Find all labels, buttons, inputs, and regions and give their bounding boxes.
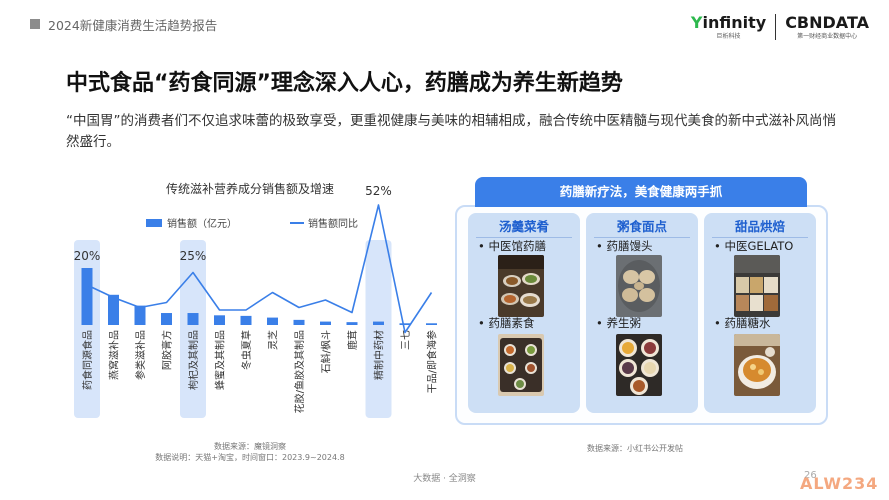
bar bbox=[426, 323, 437, 325]
growth-line bbox=[86, 204, 433, 334]
highlight-band bbox=[180, 240, 206, 418]
card-item: • 药膳糖水 bbox=[714, 316, 771, 330]
logos: Yinfinity 巨析科技 CBNDATA 第一财经商业数据中心 bbox=[691, 14, 869, 40]
legend-bar-swatch bbox=[146, 219, 162, 227]
category-label: 燕窝滋补品 bbox=[108, 330, 121, 380]
footer-tagline: 大数据 · 全洞察 bbox=[413, 474, 476, 484]
card-divider bbox=[476, 237, 572, 238]
category-label: 花胶/鱼胶及其制品 bbox=[293, 330, 306, 413]
photo-medicinal-dishes bbox=[498, 255, 544, 317]
card-divider bbox=[594, 237, 690, 238]
category-label: 枸杞及其制品 bbox=[187, 330, 200, 390]
bar bbox=[187, 313, 199, 325]
bar bbox=[108, 294, 119, 325]
category-label: 精制中药材 bbox=[373, 330, 386, 380]
category-label: 灵芝 bbox=[267, 330, 280, 350]
photo-health-congee bbox=[616, 334, 662, 396]
card-heading: 粥食面点 bbox=[616, 219, 667, 234]
category-label: 阿胶膏方 bbox=[161, 330, 174, 370]
bar bbox=[214, 315, 225, 325]
bar bbox=[293, 319, 305, 325]
infinity-logo: Yinfinity 巨析科技 bbox=[690, 12, 767, 40]
data-label: 25% bbox=[180, 249, 207, 263]
report-header: 2024新健康消费生活趋势报告 bbox=[30, 14, 217, 34]
data-label: 20% bbox=[74, 249, 101, 263]
bar bbox=[373, 321, 384, 325]
card-item: • 药膳素食 bbox=[478, 316, 535, 330]
category-label: 鹿茸 bbox=[346, 330, 359, 350]
card-item: • 养生粥 bbox=[596, 316, 641, 330]
bar bbox=[399, 323, 411, 325]
card-heading: 汤羹菜肴 bbox=[498, 219, 549, 234]
photo-tcm-gelato bbox=[734, 255, 780, 317]
bar bbox=[320, 321, 331, 325]
card-dessert: 甜品烘焙 • 中医GELATO • 药膳糖水 bbox=[704, 213, 816, 413]
chart-source: 数据来源：魔镜洞察 数据说明：天猫+淘宝，时间窗口：2023.9~2024.8 bbox=[150, 441, 350, 463]
category-label: 三七 bbox=[400, 330, 412, 350]
card-soup: 汤羹菜肴 • 中医馆药膳 • 药膳素食 bbox=[468, 213, 580, 413]
chart-source-line1: 数据来源：魔镜洞察 bbox=[214, 442, 286, 451]
page-subtitle: “中国胃”的消费者们不仅追求味蕾的极致享受，更重视健康与美味的相辅相成，融合传统… bbox=[66, 113, 836, 150]
category-label: 蜂蜜及其制品 bbox=[214, 330, 227, 390]
panel-source: 数据来源：小红书公开发帖 bbox=[587, 444, 683, 453]
watermark: ALW234 bbox=[800, 474, 879, 493]
card-item: • 药膳馒头 bbox=[596, 239, 653, 253]
highlight-band bbox=[74, 240, 100, 418]
card-congee: 粥食面点 • 药膳馒头 • 养生粥 bbox=[586, 213, 698, 413]
category-label: 药食同源食品 bbox=[81, 330, 94, 390]
category-label: 参类滋补品 bbox=[134, 330, 147, 380]
highlight-band bbox=[365, 240, 392, 418]
right-panel-title-bg bbox=[475, 177, 807, 207]
bar bbox=[346, 322, 358, 325]
bar bbox=[267, 317, 278, 325]
card-item: • 中医GELATO bbox=[714, 239, 794, 253]
chart-title: 传统滋补营养成分销售额及增速 bbox=[166, 181, 334, 196]
bar bbox=[134, 305, 146, 325]
bar bbox=[161, 313, 172, 325]
photo-medicinal-sweet-soup bbox=[734, 334, 780, 396]
page-title: 中式食品“药食同源”理念深入人心，药膳成为养生新趋势 bbox=[66, 71, 623, 96]
legend-bar-label: 销售额（亿元） bbox=[167, 217, 237, 230]
right-panel-title: 药膳新疗法，美食健康两手抓 bbox=[559, 184, 723, 199]
data-label: 52% bbox=[365, 184, 392, 198]
header-square-icon bbox=[30, 19, 40, 29]
chart-source-line2: 数据说明：天猫+淘宝，时间窗口：2023.9~2024.8 bbox=[155, 453, 345, 462]
photo-medicinal-buns bbox=[616, 255, 662, 317]
card-heading: 甜品烘焙 bbox=[734, 219, 785, 234]
category-label: 冬虫夏草 bbox=[240, 330, 253, 370]
card-item: • 中医馆药膳 bbox=[478, 239, 546, 253]
page-number: 26 bbox=[804, 470, 817, 481]
category-label: 石斛/枫斗 bbox=[320, 330, 333, 373]
bar bbox=[240, 315, 252, 325]
report-title: 2024新健康消费生活趋势报告 bbox=[48, 17, 218, 33]
legend-line-label: 销售额同比 bbox=[308, 217, 358, 230]
photo-medicinal-vegetarian bbox=[498, 334, 544, 396]
logo-divider bbox=[775, 14, 777, 40]
card-divider bbox=[712, 237, 808, 238]
cbndata-logo: CBNDATA 第一财经商业数据中心 bbox=[785, 12, 869, 40]
bar bbox=[81, 268, 93, 325]
category-label: 干品/即食海参 bbox=[426, 330, 439, 393]
